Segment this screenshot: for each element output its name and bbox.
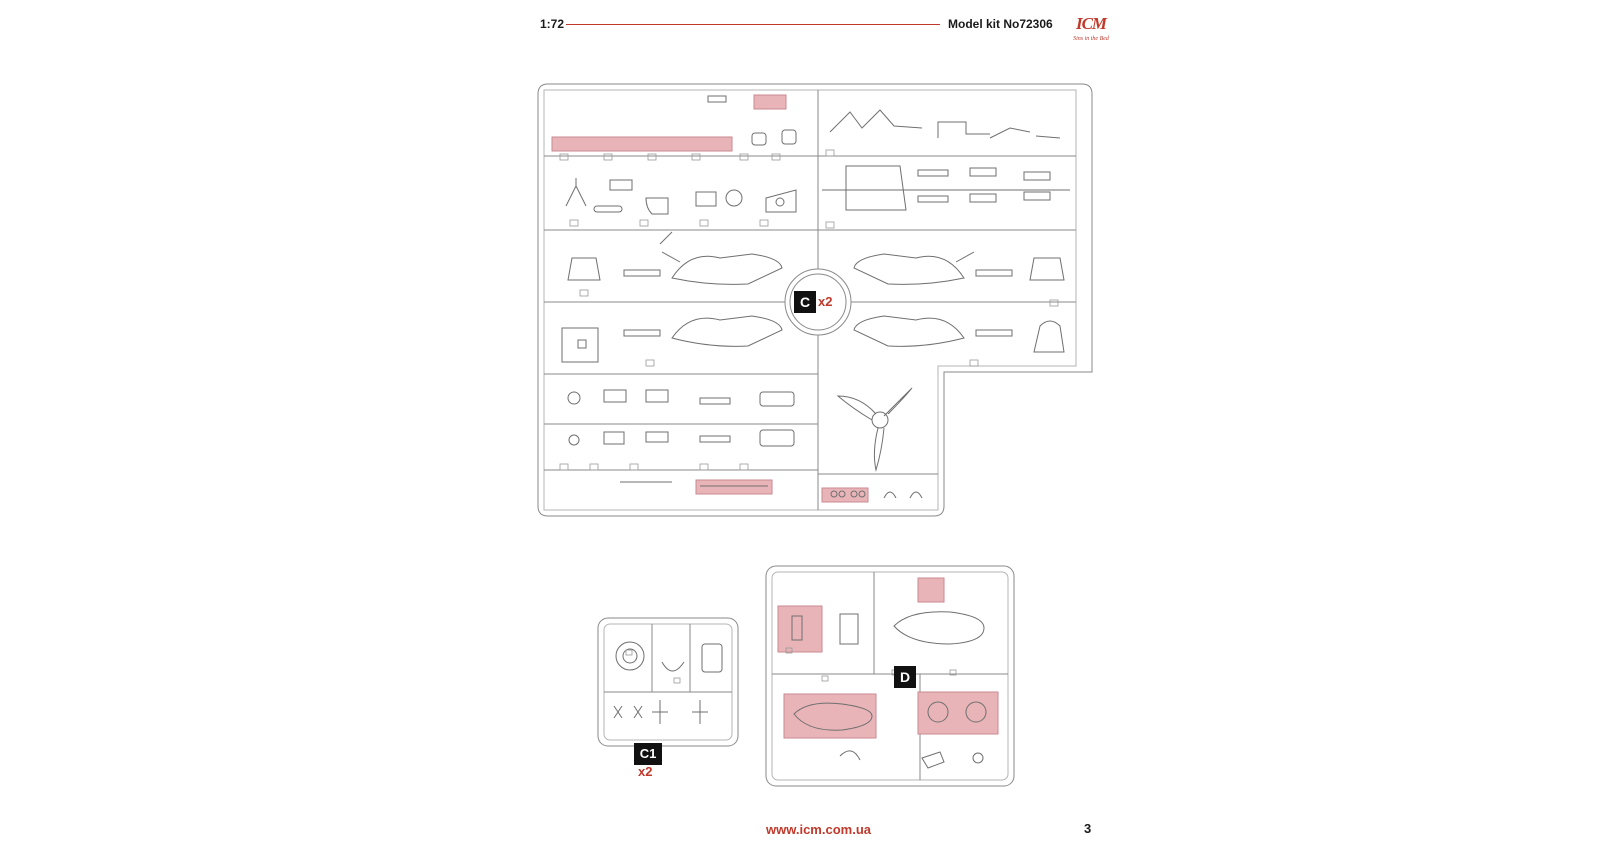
header-rule [566,24,940,25]
sprue-c1-multiplier: x2 [638,764,653,779]
logo-tagline: Sins in the Bed [1073,36,1109,42]
sprue-d-frame [765,565,1015,787]
kit-number: Model kit No72306 [948,17,1053,31]
sprue-c-multiplier: x2 [818,294,833,309]
sprue-d-badge: D [894,666,916,688]
scale-label: 1:72 [540,17,565,31]
page-number: 3 [1084,821,1092,836]
sprue-c-frame [537,83,1093,517]
icm-logo: ICM Sins in the Bed [1056,14,1126,48]
logo-text: ICM [1075,14,1107,33]
sprue-c-badge: C [794,291,816,313]
sprue-c1-badge: C1 [634,743,662,765]
footer-url[interactable]: www.icm.com.ua [766,822,871,837]
sprue-c1-frame [597,617,739,747]
